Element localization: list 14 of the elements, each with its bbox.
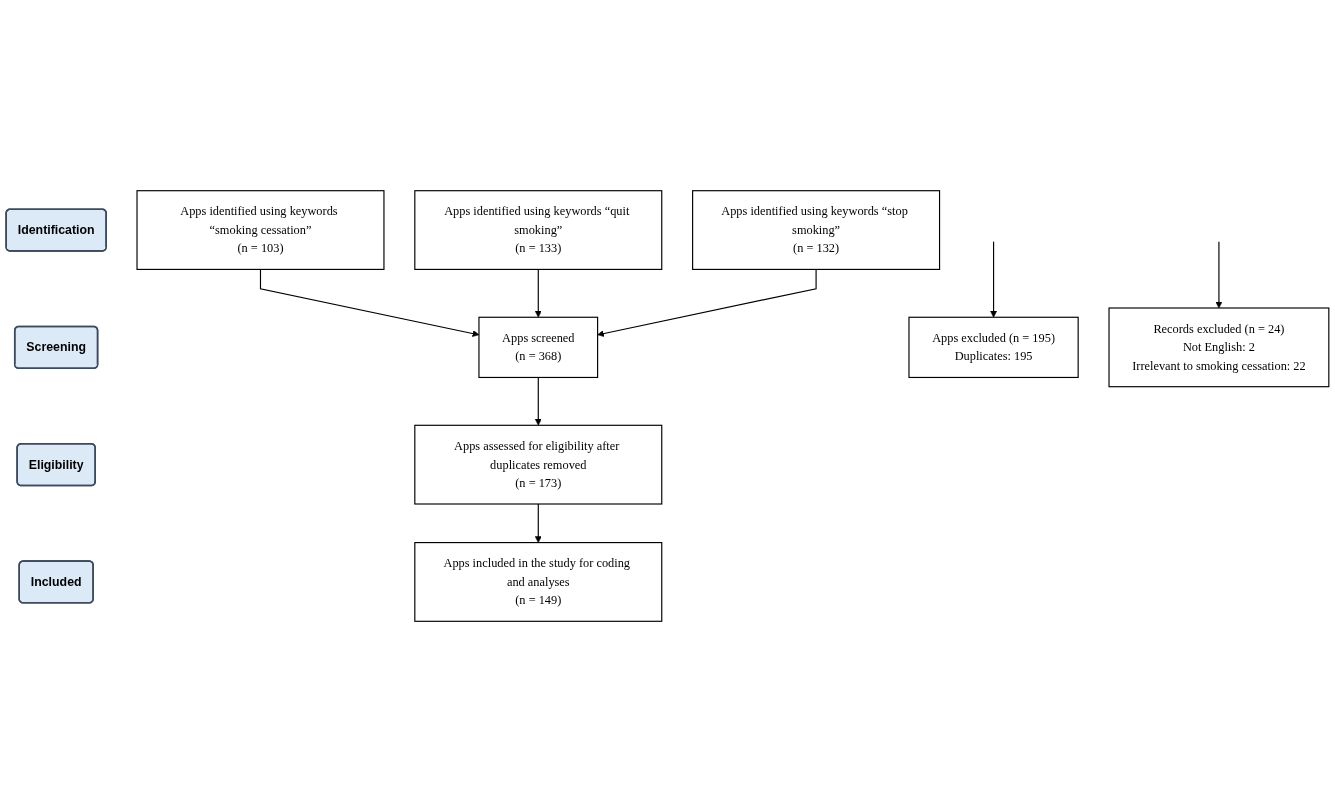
arrow <box>534 268 542 318</box>
node-box: Apps excluded (n = 195) Duplicates: 195 <box>908 316 1079 379</box>
arrow <box>1215 241 1223 309</box>
node-box: Apps identified using keywords “quit smoking” (n = 133) <box>414 190 663 270</box>
node-box: Apps assessed for eligibility after duplicates removed (n = 173) <box>414 424 663 505</box>
node-box: Apps identified using keywords “stop smoking” (n = 132) <box>692 190 941 270</box>
arrow <box>597 268 817 337</box>
arrow <box>990 241 997 318</box>
node-box: Apps included in the study for coding and analyses (n = 149) <box>414 542 663 622</box>
arrow <box>534 376 542 426</box>
node-box: Records excluded (n = 24) Not English: 2 Irrelevant to smoking cessation: 22 <box>1108 307 1330 388</box>
arrow <box>534 503 542 543</box>
node-box: Apps identified using keywords “smoking cessation” (n = 103) <box>136 190 385 270</box>
node-box: Apps screened (n = 368) <box>478 316 599 379</box>
